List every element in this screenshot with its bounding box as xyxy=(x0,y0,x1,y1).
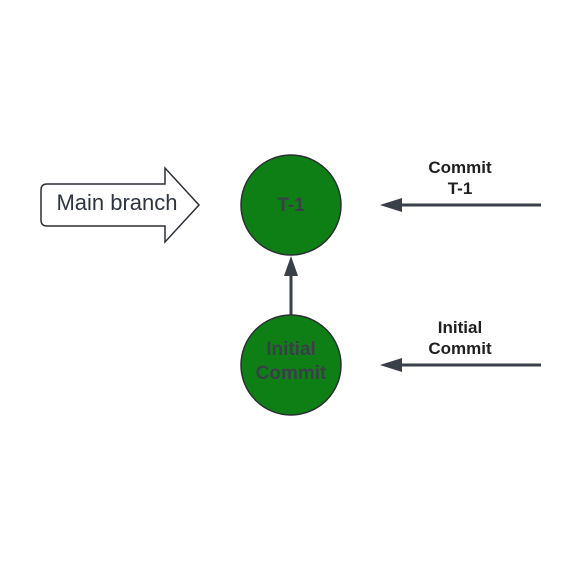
parent-connector-arrow xyxy=(284,256,298,316)
label-initial-commit-line2: Commit xyxy=(428,339,492,358)
node-initial-label-line2: Commit xyxy=(256,363,327,384)
main-branch-label: Main branch xyxy=(56,190,177,215)
node-initial-label-line1: Initial xyxy=(266,339,316,360)
main-branch-arrow: Main branch xyxy=(40,166,201,244)
commit-node-initial[interactable]: Initial Commit xyxy=(240,314,342,416)
label-commit-t1-line1: Commit xyxy=(428,158,492,177)
commit-node-t1[interactable]: T-1 xyxy=(240,154,342,256)
label-initial-commit-line1: Initial xyxy=(438,318,482,337)
pointer-arrow-t1 xyxy=(380,198,541,212)
node-t1-label: T-1 xyxy=(277,195,305,216)
pointer-arrow-initial xyxy=(380,358,541,372)
label-commit-t1-line2: T-1 xyxy=(448,179,473,198)
